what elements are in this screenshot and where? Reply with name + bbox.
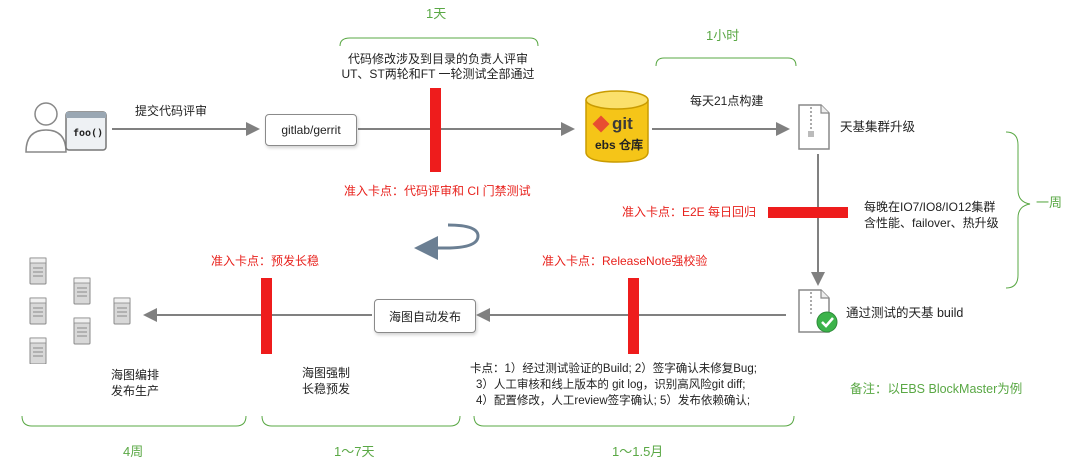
bracket-1to1.5months (473, 415, 795, 427)
checkpoint-line-1: 卡点：1）经过测试验证的Build; 2）签字确认未修复Bug; (470, 363, 757, 375)
checkpoint-list: 卡点：1）经过测试验证的Build; 2）签字确认未修复Bug; 3）人工审核和… (468, 361, 757, 409)
production-line-1: 海图编排 (110, 368, 159, 382)
nightly-test-line-1: 每晚在IO7/IO8/IO12集群 (864, 200, 996, 214)
nightly-build-label: 每天21点构建 (690, 94, 764, 108)
auto-release-label: 海图自动发布 (388, 309, 461, 324)
gate-bar-code-review (430, 88, 441, 172)
auto-release-node: 海图自动发布 (374, 299, 476, 333)
gate-label-e2e: 准入卡点：E2E 每日回归 (622, 205, 757, 219)
duration-1week: 一周 (1036, 195, 1063, 210)
production-line-2: 发布生产 (110, 384, 159, 398)
bracket-1to7days (261, 415, 461, 427)
repo-label: ebs 仓库 (595, 138, 644, 152)
duration-4weeks: 4周 (123, 444, 144, 459)
checkpoint-line-2: 3）人工审核和线上版本的 git log，识别高风险git diff; (476, 379, 746, 391)
zip-file-icon (797, 103, 831, 151)
forced-stable-line-1: 海图强制 (301, 366, 350, 380)
bracket-4weeks (21, 415, 247, 427)
gate-label-code-review: 准入卡点：代码评审和 CI 门禁测试 (344, 184, 531, 198)
gate-bar-stable (261, 278, 272, 354)
review-requirement-line-2: UT、ST两轮和FT 一轮测试全部通过 (341, 67, 535, 81)
verified-build-icon (797, 288, 841, 336)
return-arrow (414, 223, 480, 260)
gate-bar-e2e (768, 207, 848, 218)
code-icon-text: foo() (73, 128, 104, 139)
duration-1to1.5months: 1～1.5月 (612, 444, 664, 459)
passed-build-label: 通过测试的天基 build (846, 306, 964, 320)
checkpoint-line-3: 4）配置修改，人工review签字确认; 5）发布依赖确认; (476, 395, 751, 407)
review-system-label: gitlab/gerrit (281, 123, 341, 137)
bracket-1week (1005, 131, 1031, 289)
nightly-test-line-2: 含性能、failover、热升级 (864, 216, 999, 230)
gate-label-stable: 准入卡点：预发长稳 (211, 254, 320, 268)
duration-1hour: 1小时 (706, 28, 740, 43)
forced-stable-line-2: 长稳预发 (301, 382, 350, 396)
server-cluster-icon (29, 257, 131, 364)
review-requirement-line-1: 代码修改涉及到目录的负责人评审 (347, 52, 528, 66)
forced-stable-label: 海图强制 长稳预发 (286, 365, 366, 397)
gate-bar-releasenote (628, 278, 639, 354)
production-label: 海图编排 发布生产 (100, 367, 170, 399)
bracket-1day (339, 37, 539, 47)
bracket-1hour (655, 57, 797, 67)
git-logo-text: git (612, 114, 633, 133)
review-requirement-note: 代码修改涉及到目录的负责人评审 UT、ST两轮和FT 一轮测试全部通过 (320, 52, 556, 82)
developer-icon: foo() (22, 100, 112, 156)
cluster-upgrade-label: 天基集群升级 (840, 120, 916, 134)
submit-review-label: 提交代码评审 (135, 104, 208, 118)
repo-node: git ebs 仓库 (582, 88, 652, 166)
nightly-test-label: 每晚在IO7/IO8/IO12集群 含性能、failover、热升级 (864, 199, 999, 231)
duration-1to7days: 1～7天 (334, 444, 375, 459)
database-icon (585, 90, 649, 163)
remark-note: 备注：以EBS BlockMaster为例 (850, 382, 1023, 396)
review-system-node: gitlab/gerrit (265, 114, 357, 146)
duration-1day: 1天 (426, 6, 447, 21)
gate-label-releasenote: 准入卡点：ReleaseNote强校验 (542, 254, 708, 268)
